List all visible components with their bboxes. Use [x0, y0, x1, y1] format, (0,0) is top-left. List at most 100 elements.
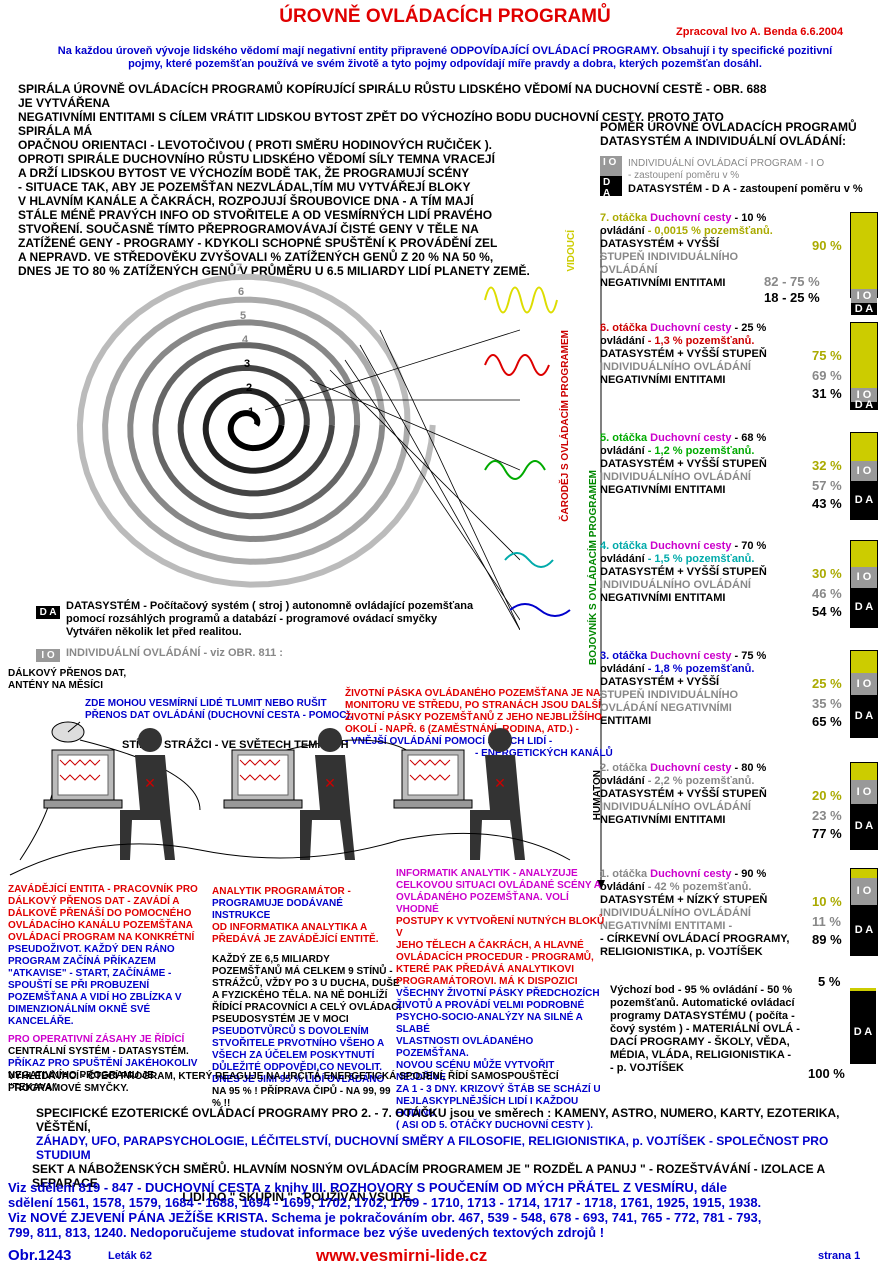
bar-da: D A: [851, 481, 877, 519]
bar-yellow: [851, 433, 877, 461]
spiral-turn-7: [76, 273, 436, 588]
pointer-line: [344, 359, 520, 621]
bar-da: D A: [851, 804, 877, 849]
monitor-2-icon: [223, 749, 303, 809]
start-bar: D A: [850, 988, 876, 1064]
col1-line: SPOUŠTÍ SE PŘI PROBUZENÍ: [8, 980, 150, 991]
turn-line: INDIVIDUÁLNÍHO OVLÁDÁNÍ: [600, 471, 800, 484]
col1-line: PROGRAM ZAČÍNÁ PŘÍKAZEM: [8, 956, 156, 967]
footer-page: strana 1: [818, 1250, 861, 1262]
pct-label: 25 %: [812, 676, 842, 691]
turn-text: Duchovní cesty: [650, 650, 732, 662]
turn-line: ovládání - 1,5 % pozemšťanů.: [600, 553, 800, 566]
pasku-line: - ENERGETICKÝCH KANÁLŮ: [475, 748, 613, 759]
da-pct: 54 %: [812, 604, 842, 619]
specific-line: ZÁHADY, UFO, PARAPSYCHOLOGIE, LÉČITELSTV…: [36, 1134, 829, 1162]
col1-line: "ATKAVISE" - START, ZAČÍNÁME -: [8, 968, 172, 979]
ratio-title: POMĚR ÚROVNĚ OVLADACÍCH PROGRAMŮ: [600, 120, 857, 134]
col2-line: POZEMŠŤANŮ MÁ CELKEM 9 STÍNŮ -: [212, 966, 393, 977]
ref-line: Viz sdělení 819 - 847 - DUCHOVNÍ CESTA z…: [8, 1180, 727, 1195]
io-legend-sub: - zastoupení poměru v %: [628, 170, 740, 181]
col1-line: OVLÁDACÍHO KANÁLU POZEMŠŤANA: [8, 920, 193, 931]
turn-text: ovládání: [600, 663, 645, 675]
shadow-figure-2-icon: ✕: [300, 728, 355, 860]
col2-line: PSEUDOTVŮRCŮ S DOVOLENÍM: [212, 1026, 369, 1037]
turn-text: - 75 %: [734, 650, 767, 662]
bar-io: I O: [851, 461, 877, 481]
turn-text: Duchovní cesty: [650, 540, 732, 552]
page-title: ÚROVNĚ OVLÁDACÍCH PROGRAMŮ: [279, 6, 611, 27]
spiral-number: 3: [244, 358, 250, 370]
io-pct: 11 %: [812, 914, 841, 929]
col2-line: ANALYTIK PROGRAMÁTOR -: [212, 886, 351, 897]
turn-text: 5. otáčka: [600, 432, 648, 444]
turn-text: - 1,5 % pozemšťanů.: [647, 553, 755, 565]
monitor-1-icon: [43, 749, 123, 809]
turn-line: NEGATIVNÍMI ENTITAMI: [600, 374, 800, 387]
turn-text: RELIGIONISTIKA, p. VOJTÍŠEK: [600, 946, 763, 958]
ground-line: [9, 832, 571, 876]
turn-line: DATASYSTÉM + VYŠŠÍ STUPEŇ: [600, 458, 800, 471]
da-pct: 43 %: [812, 496, 842, 511]
turn-text: Duchovní cesty: [650, 868, 732, 880]
footer-url[interactable]: www.vesmirni-lide.cz: [316, 1246, 488, 1265]
bottom-line: VYHLEDÁVACÍ - ČTECÍ PROGRAM, KTERÝ REAGU…: [8, 1071, 559, 1094]
io-legend-text: INDIVIDUÁLNÍ OVLÁDACÍ PROGRAM - I O: [628, 158, 825, 169]
here-line: PŘENOS DAT OVLÁDÁNÍ (DUCHOVNÍ CESTA - PO…: [85, 710, 353, 721]
pasku-line: ŽIVOTNÍ PÁSKY POZEMŠŤANŮ Z JEHO NEJBLIŽŠ…: [345, 712, 603, 723]
col3-line: VŠECHNY ŽIVOTNÍ PÁSKY PŘEDCHOZÍCH: [396, 988, 600, 999]
start-bar-top: [850, 988, 876, 991]
spiral-number: 6: [238, 286, 244, 298]
turn-line: ovládání - 42 % pozemšťanů.: [600, 881, 800, 894]
turn-line: ovládání - 1,2 % pozemšťanů.: [600, 445, 800, 458]
turn-text: Duchovní cesty: [650, 322, 732, 334]
spiral-turn-2: [202, 387, 310, 474]
io-pct: 23 %: [812, 808, 842, 823]
shadow-figure-1-icon: ✕: [120, 728, 175, 860]
label-carodej: ČARODĚJ S OVLÁDACÍM PROGRAMEM: [560, 330, 571, 522]
col3-line: PSYCHO-SOCIO-ANALÝZY NA SILNÉ A SLABÉ: [396, 1012, 583, 1035]
legend-da-text: DATASYSTÉM - Počítačový systém ( stroj )…: [66, 600, 546, 639]
col1-line: CENTRÁLNÍ SYSTÉM - DATASYSTÉM.: [8, 1046, 189, 1057]
turn-line: INDIVIDUÁLNÍHO OVLÁDÁNÍ: [600, 579, 800, 592]
arrows: [264, 329, 520, 630]
specific-text: SPECIFICKÉ EZOTERICKÉ OVLÁDACÍ PROGRAMY …: [18, 1106, 878, 1204]
turn-line: INDIVIDUÁLNÍHO OVLÁDÁNÍ: [600, 801, 800, 814]
turn-text: 6. otáčka: [600, 322, 648, 334]
turn-text: INDIVIDUÁLNÍHO OVLÁDÁNÍ: [600, 801, 751, 813]
col1-line: PRO OPERATIVNÍ ZÁSAHY JE ŘÍDÍCÍ: [8, 1034, 185, 1045]
turn-text: NEGATIVNÍMI ENTITAMI: [600, 277, 726, 289]
turn-text: - 70 %: [734, 540, 767, 552]
turn-text: DATASYSTÉM + VYŠŠÍ STUPEŇ: [600, 788, 767, 800]
turn-text: STUPEŇ INDIVIDUÁLNÍHO: [600, 689, 739, 701]
pct-label: 90 %: [812, 238, 842, 253]
main-line: OPAČNOU ORIENTACI - LEVOTOČIVOU ( PROTI …: [18, 138, 493, 152]
bar-io: I O: [851, 878, 877, 905]
turn-text: OVLÁDÁNÍ NEGATIVNÍMI: [600, 702, 732, 714]
turn-line: DATASYSTÉM + VYŠŠÍ STUPEŇ: [600, 788, 800, 801]
io-pct: 69 %: [812, 368, 842, 383]
bar-io: I O: [851, 673, 877, 695]
column-informatik: INFORMATIK ANALYTIK - ANALYZUJE CELKOVOU…: [396, 868, 606, 1132]
turn-4: 4. otáčka Duchovní cesty - 70 % ovládání…: [600, 540, 800, 605]
col3-line: NEJLASKYPLNĚJŠÍCH LIDÍ I KAŽDOU HODINU: [396, 1096, 579, 1119]
bar-io: I O: [851, 780, 877, 804]
bar-yellow: [851, 763, 877, 780]
specific-line: SPECIFICKÉ EZOTERICKÉ OVLÁDACÍ PROGRAMY …: [36, 1106, 840, 1134]
antenna-line: ANTÉNY NA MĚSÍCI: [8, 680, 104, 691]
turn-5: 5. otáčka Duchovní cesty - 68 % ovládání…: [600, 432, 800, 497]
da-badge: D A: [600, 176, 622, 199]
da-pct: 77 %: [812, 826, 842, 841]
shadow-figure-3-icon: ✕: [470, 728, 525, 860]
col1-line: OVLÁDACÍ PROGRAM NA KONKRÉTNÍ: [8, 932, 195, 943]
pasku-line: MONITORU VE STŘEDU, PO STRANÁCH JSOU DAL…: [345, 700, 601, 711]
svg-text:✕: ✕: [494, 775, 506, 791]
spiral-number: 2: [246, 382, 252, 394]
start-line: programy DATASYSTÉMU ( počíta -: [610, 1010, 795, 1022]
monitor-3-icon: [393, 749, 473, 809]
col1-line: PSEUDOŽIVOT. KAŽDÝ DEN RÁNO: [8, 944, 175, 955]
footer-letak: Leták 62: [108, 1250, 153, 1262]
